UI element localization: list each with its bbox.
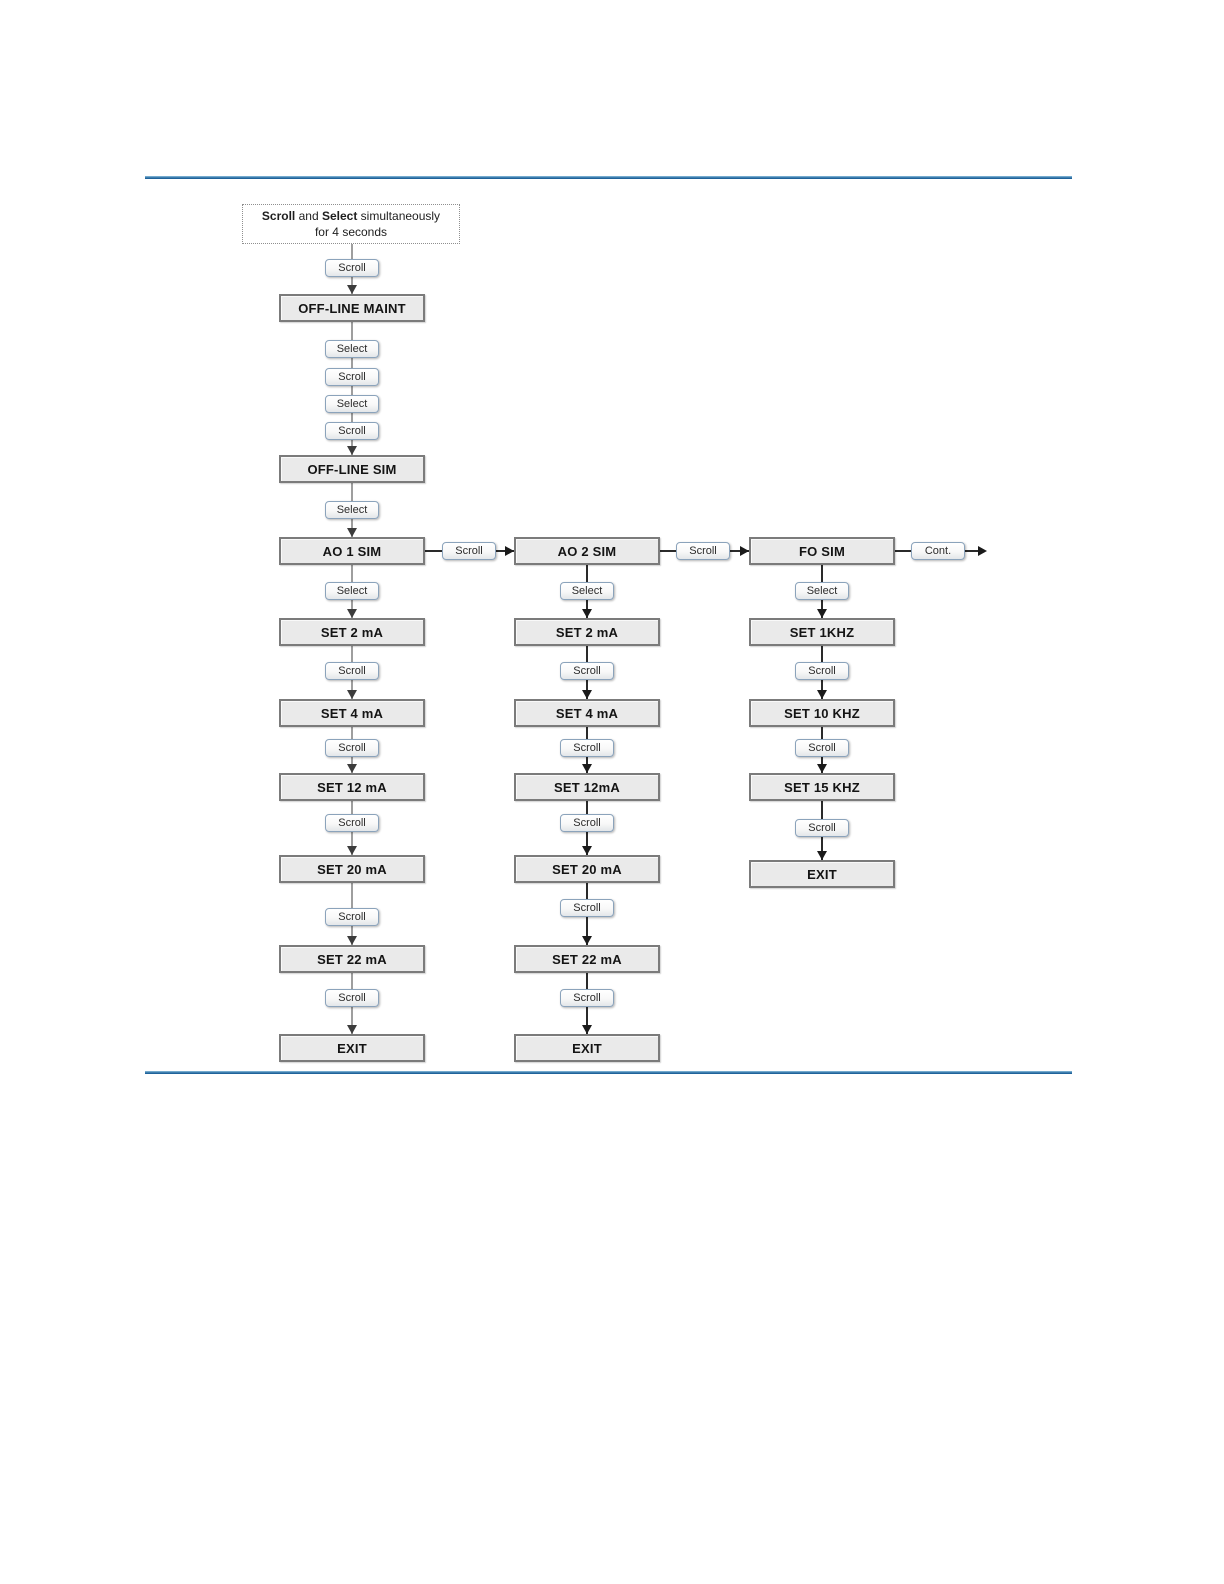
arrow-down-icon xyxy=(817,764,827,773)
scroll-button: Scroll xyxy=(325,368,379,386)
select-button: Select xyxy=(325,340,379,358)
scroll-button: Scroll xyxy=(560,989,614,1007)
scroll-button: Scroll xyxy=(325,422,379,440)
note-scroll-keyword: Scroll xyxy=(261,209,296,223)
arrow-down-icon xyxy=(347,1025,357,1034)
cont-button: Cont. xyxy=(911,542,965,560)
node-fo-sim: FO SIM xyxy=(749,537,895,565)
node-ao2-set-2ma: SET 2 mA xyxy=(514,618,660,646)
arrow-down-icon xyxy=(582,609,592,618)
node-ao1-sim: AO 1 SIM xyxy=(279,537,425,565)
scroll-button: Scroll xyxy=(795,739,849,757)
arrow-down-icon xyxy=(817,609,827,618)
node-ao1-set-12ma: SET 12 mA xyxy=(279,773,425,801)
arrow-down-icon xyxy=(347,446,357,455)
node-ao2-set-12ma: SET 12mA xyxy=(514,773,660,801)
arrow-down-icon xyxy=(582,936,592,945)
node-ao2-set-20ma: SET 20 mA xyxy=(514,855,660,883)
node-ao1-set-20ma: SET 20 mA xyxy=(279,855,425,883)
scroll-button: Scroll xyxy=(442,542,496,560)
arrow-down-icon xyxy=(582,690,592,699)
arrow-down-icon xyxy=(817,690,827,699)
node-off-line-maint: OFF-LINE MAINT xyxy=(279,294,425,322)
note-line1: Scroll and Select simultaneously xyxy=(243,208,459,224)
arrow-down-icon xyxy=(347,764,357,773)
note-select-keyword: Select xyxy=(321,209,358,223)
arrow-down-icon xyxy=(582,846,592,855)
scroll-button: Scroll xyxy=(795,819,849,837)
scroll-button: Scroll xyxy=(676,542,730,560)
node-ao2-sim: AO 2 SIM xyxy=(514,537,660,565)
bottom-divider xyxy=(145,1071,1072,1074)
node-ao2-set-4ma: SET 4 mA xyxy=(514,699,660,727)
arrow-down-icon xyxy=(817,851,827,860)
node-ao2-set-22ma: SET 22 mA xyxy=(514,945,660,973)
arrow-down-icon xyxy=(347,528,357,537)
node-ao1-exit: EXIT xyxy=(279,1034,425,1062)
scroll-button: Scroll xyxy=(795,662,849,680)
note-line2: for 4 seconds xyxy=(314,225,388,239)
start-condition-note: Scroll and Select simultaneously for 4 s… xyxy=(242,204,460,244)
node-fo-set-15khz: SET 15 KHZ xyxy=(749,773,895,801)
top-divider xyxy=(145,176,1072,179)
scroll-button: Scroll xyxy=(325,662,379,680)
arrow-down-icon xyxy=(347,936,357,945)
arrow-right-icon xyxy=(740,546,749,556)
scroll-button: Scroll xyxy=(325,989,379,1007)
scroll-button: Scroll xyxy=(325,814,379,832)
node-ao1-set-2ma: SET 2 mA xyxy=(279,618,425,646)
select-button: Select xyxy=(325,582,379,600)
scroll-button: Scroll xyxy=(560,662,614,680)
arrow-down-icon xyxy=(582,764,592,773)
node-ao2-exit: EXIT xyxy=(514,1034,660,1062)
select-button: Select xyxy=(325,395,379,413)
select-button: Select xyxy=(560,582,614,600)
arrow-right-icon xyxy=(505,546,514,556)
scroll-button: Scroll xyxy=(560,814,614,832)
scroll-button: Scroll xyxy=(325,908,379,926)
node-off-line-sim: OFF-LINE SIM xyxy=(279,455,425,483)
arrow-down-icon xyxy=(347,690,357,699)
node-ao1-set-22ma: SET 22 mA xyxy=(279,945,425,973)
select-button: Select xyxy=(795,582,849,600)
note-tail-text: simultaneously xyxy=(357,209,441,223)
arrow-right-icon xyxy=(978,546,987,556)
scroll-button: Scroll xyxy=(560,899,614,917)
scroll-button: Scroll xyxy=(325,739,379,757)
node-fo-exit: EXIT xyxy=(749,860,895,888)
node-fo-set-10khz: SET 10 KHZ xyxy=(749,699,895,727)
arrow-down-icon xyxy=(347,609,357,618)
arrow-down-icon xyxy=(347,285,357,294)
node-ao1-set-4ma: SET 4 mA xyxy=(279,699,425,727)
arrow-down-icon xyxy=(582,1025,592,1034)
arrow-down-icon xyxy=(347,846,357,855)
note-join-text: and xyxy=(295,209,322,223)
node-fo-set-1khz: SET 1KHZ xyxy=(749,618,895,646)
scroll-button: Scroll xyxy=(325,259,379,277)
select-button: Select xyxy=(325,501,379,519)
scroll-button: Scroll xyxy=(560,739,614,757)
